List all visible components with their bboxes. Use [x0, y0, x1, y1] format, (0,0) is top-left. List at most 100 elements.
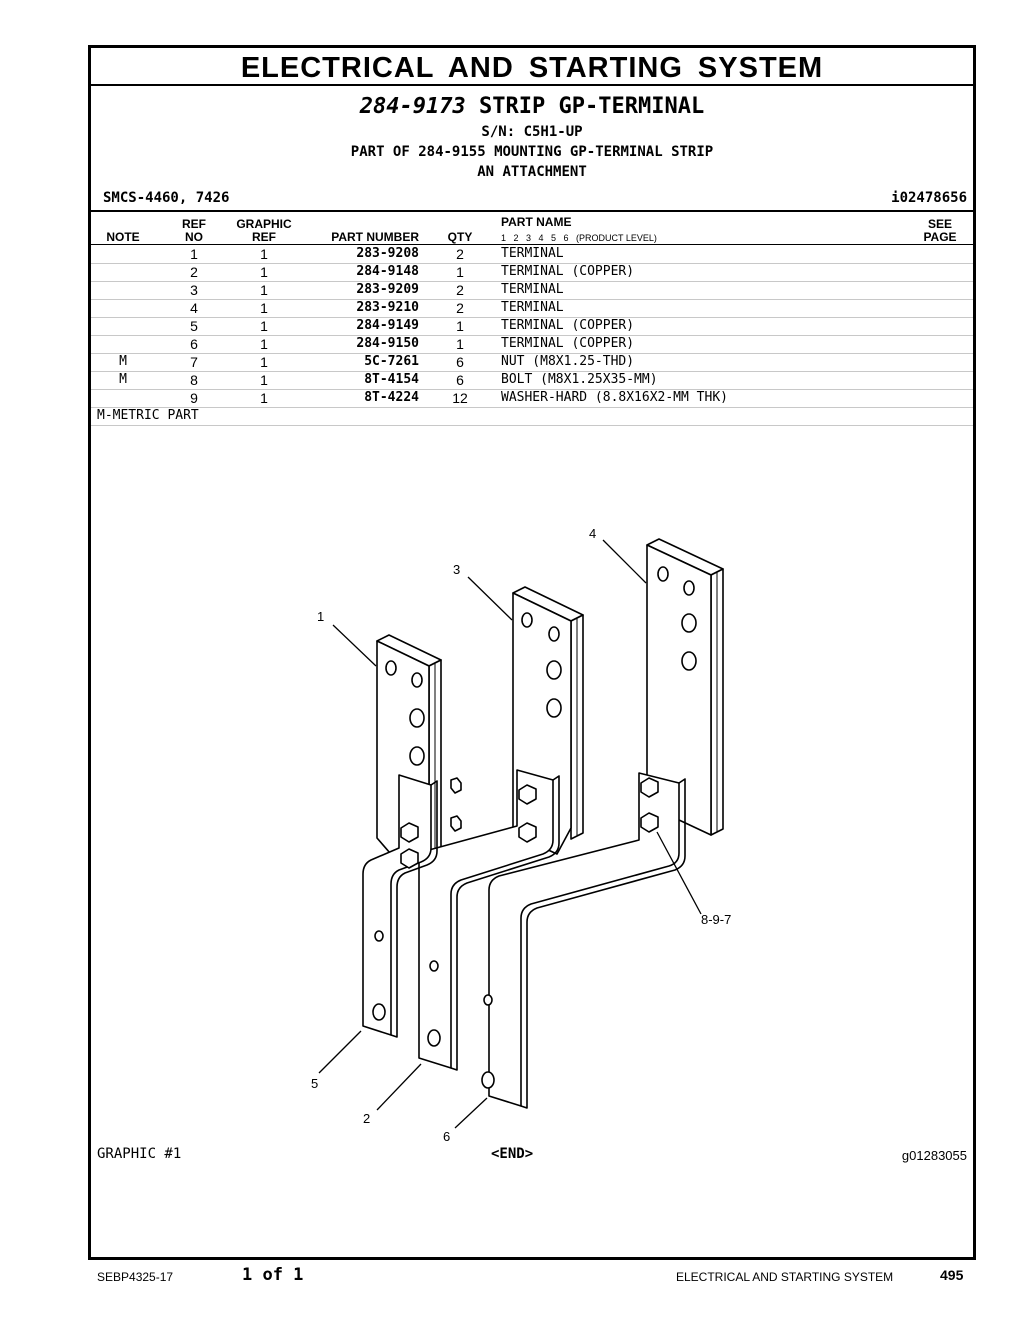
- row-note: M: [119, 372, 127, 387]
- footer-document-number: SEBP4325-17: [97, 1270, 174, 1284]
- col-graphic-top: GRAPHIC: [236, 217, 292, 231]
- leader-2: [376, 1063, 422, 1111]
- row-ref: 3: [190, 282, 198, 298]
- row-part-number: 284-9149: [356, 318, 419, 333]
- table-row: M 8 1 8T-4154 6 BOLT (M8X1.25X35-MM): [91, 371, 973, 390]
- row-qty: 6: [456, 372, 464, 388]
- col-part-number: PART NUMBER: [331, 230, 419, 244]
- col-see-top: SEE: [927, 217, 952, 231]
- row-part-name: BOLT (M8X1.25X35-MM): [501, 372, 658, 387]
- table-row: 9 1 8T-4224 12 WASHER-HARD (8.8X16X2-MM …: [91, 389, 973, 408]
- row-ref: 4: [190, 300, 198, 316]
- row-ref: 6: [190, 336, 198, 352]
- product-levels: 1 2 3 4 5 6 (PRODUCT LEVEL): [501, 233, 657, 243]
- page-frame: ELECTRICAL AND STARTING SYSTEM 284-9173 …: [88, 45, 976, 1260]
- terminal-4-plate: [646, 538, 724, 836]
- row-graphic-ref: 1: [260, 336, 268, 352]
- header-bottom-rule: [91, 244, 973, 245]
- bolt-hardware-rear: [640, 777, 659, 833]
- row-graphic-ref: 1: [260, 390, 268, 406]
- callout-8-9-7: 8-9-7: [701, 912, 731, 927]
- row-qty: 1: [456, 336, 464, 352]
- row-qty: 1: [456, 264, 464, 280]
- smcs-code: SMCS-4460, 7426: [103, 190, 230, 206]
- table-row: 6 1 284-9150 1 TERMINAL (COPPER): [91, 335, 973, 354]
- callout-4: 4: [589, 526, 596, 541]
- copper-terminal-2: [418, 769, 560, 1071]
- callout-2: 2: [363, 1111, 370, 1126]
- row-ref: 5: [190, 318, 198, 334]
- terminal-strip-illustration: 1 2 3 4 5 6 8-9-7: [311, 526, 731, 1144]
- section-title: ELECTRICAL AND STARTING SYSTEM: [91, 48, 973, 86]
- end-marker: <END>: [491, 1146, 534, 1162]
- callout-6: 6: [443, 1129, 450, 1144]
- col-graphic-bottom: REF: [252, 230, 276, 244]
- row-graphic-ref: 1: [260, 282, 268, 298]
- row-part-number: 8T-4154: [364, 372, 419, 387]
- row-qty: 2: [456, 300, 464, 316]
- row-part-name: NUT (M8X1.25-THD): [501, 354, 635, 369]
- leader-4: [602, 539, 647, 584]
- table-top-rule: [91, 210, 973, 212]
- table-row: M 7 1 5C-7261 6 NUT (M8X1.25-THD): [91, 353, 973, 372]
- row-ref: 9: [190, 390, 198, 406]
- row-part-number: 5C-7261: [364, 354, 419, 369]
- callout-3: 3: [453, 562, 460, 577]
- row-part-number: 284-9148: [356, 264, 419, 279]
- row-part-name: WASHER-HARD (8.8X16X2-MM THK): [501, 390, 728, 405]
- row-ref: 8: [190, 372, 198, 388]
- part-of-line: PART OF 284-9155 MOUNTING GP-TERMINAL ST…: [350, 144, 714, 160]
- row-qty: 2: [456, 246, 464, 262]
- leader-5: [318, 1030, 362, 1074]
- table-row: 2 1 284-9148 1 TERMINAL (COPPER): [91, 263, 973, 282]
- illustration-id: i02478656: [891, 190, 967, 206]
- leader-3: [467, 576, 513, 621]
- row-part-name: TERMINAL (COPPER): [501, 318, 635, 333]
- bolt-hardware-front: [400, 777, 462, 869]
- group-part-number: 284-9173: [359, 94, 466, 119]
- leader-6: [454, 1097, 488, 1129]
- row-part-number: 283-9208: [356, 246, 419, 261]
- graphic-id: g01283055: [901, 1148, 967, 1163]
- table-row: 3 1 283-9209 2 TERMINAL: [91, 281, 973, 300]
- row-graphic-ref: 1: [260, 318, 268, 334]
- row-qty: 2: [456, 282, 464, 298]
- callout-1: 1: [317, 609, 324, 624]
- graphic-label: GRAPHIC #1: [97, 1146, 182, 1162]
- row-part-name: TERMINAL: [501, 246, 564, 261]
- row-graphic-ref: 1: [260, 246, 268, 262]
- serial-number: S/N: C5H1-UP: [481, 124, 583, 140]
- row-qty: 12: [452, 390, 468, 406]
- attachment-line: AN ATTACHMENT: [477, 164, 587, 180]
- row-qty: 1: [456, 318, 464, 334]
- table-row: 4 1 283-9210 2 TERMINAL: [91, 299, 973, 318]
- leader-8-9-7: [656, 831, 702, 915]
- leader-1: [332, 624, 377, 667]
- group-heading: 284-9173 STRIP GP-TERMINAL: [91, 94, 973, 120]
- footer-page-of: 1 of 1: [242, 1265, 304, 1285]
- col-note: NOTE: [106, 230, 140, 244]
- copper-terminal-6: [481, 772, 686, 1109]
- bolt-hardware-middle: [518, 784, 537, 843]
- row-graphic-ref: 1: [260, 264, 268, 280]
- metric-footnote: M-METRIC PART: [97, 408, 199, 423]
- row-part-number: 284-9150: [356, 336, 419, 351]
- row-part-number: 283-9209: [356, 282, 419, 297]
- row-part-number: 283-9210: [356, 300, 419, 315]
- row-part-name: TERMINAL (COPPER): [501, 264, 635, 279]
- row-note: M: [119, 354, 127, 369]
- table-row: 1 1 283-9208 2 TERMINAL: [91, 245, 973, 264]
- col-ref-top: REF: [182, 217, 206, 231]
- col-qty: QTY: [447, 230, 473, 244]
- footnote-row: M-METRIC PART: [91, 407, 973, 426]
- row-ref: 1: [190, 246, 198, 262]
- row-part-name: TERMINAL (COPPER): [501, 336, 635, 351]
- footer-section: ELECTRICAL AND STARTING SYSTEM: [676, 1270, 894, 1284]
- row-part-number: 8T-4224: [364, 390, 419, 405]
- footer-page-number: 495: [940, 1267, 964, 1283]
- row-graphic-ref: 1: [260, 300, 268, 316]
- row-ref: 2: [190, 264, 198, 280]
- row-qty: 6: [456, 354, 464, 370]
- group-name: STRIP GP-TERMINAL: [479, 94, 705, 119]
- row-part-name: TERMINAL: [501, 282, 564, 297]
